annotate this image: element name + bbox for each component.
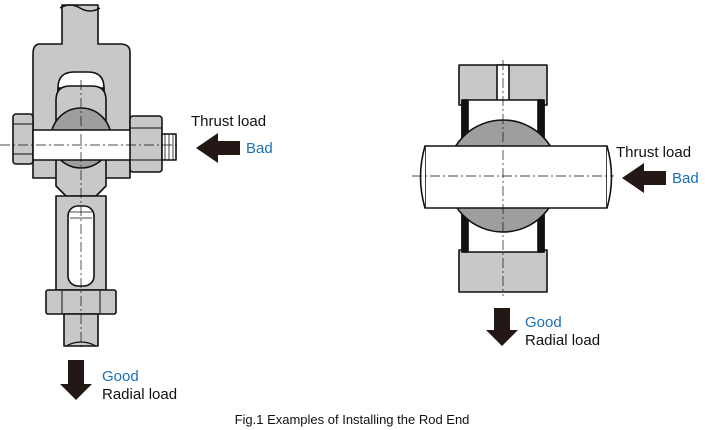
right-radial-rating: Good [525,314,562,331]
right-thrust-arrow [622,163,666,193]
left-thrust-label: Thrust load [191,113,266,130]
shaft [424,145,608,209]
right-thrust-rating: Bad [672,170,699,187]
break-line [59,4,101,12]
right-bearing-assembly [412,60,614,296]
figure-caption: Fig.1 Examples of Installing the Rod End [235,412,470,427]
left-radial-arrow [60,360,92,400]
left-radial-rating: Good [102,368,139,385]
right-radial-label: Radial load [525,332,600,349]
left-thrust-arrow [196,133,240,163]
left-thrust-rating: Bad [246,140,273,157]
right-thrust-label: Thrust load [616,144,691,161]
left-rod-end-assembly [0,4,180,350]
bolt-nut [129,115,163,173]
left-radial-label: Radial load [102,386,177,403]
shaft-left-end [419,145,426,209]
shaft-right-end [606,145,613,209]
bolt-head [12,113,34,165]
right-radial-arrow [486,308,518,346]
